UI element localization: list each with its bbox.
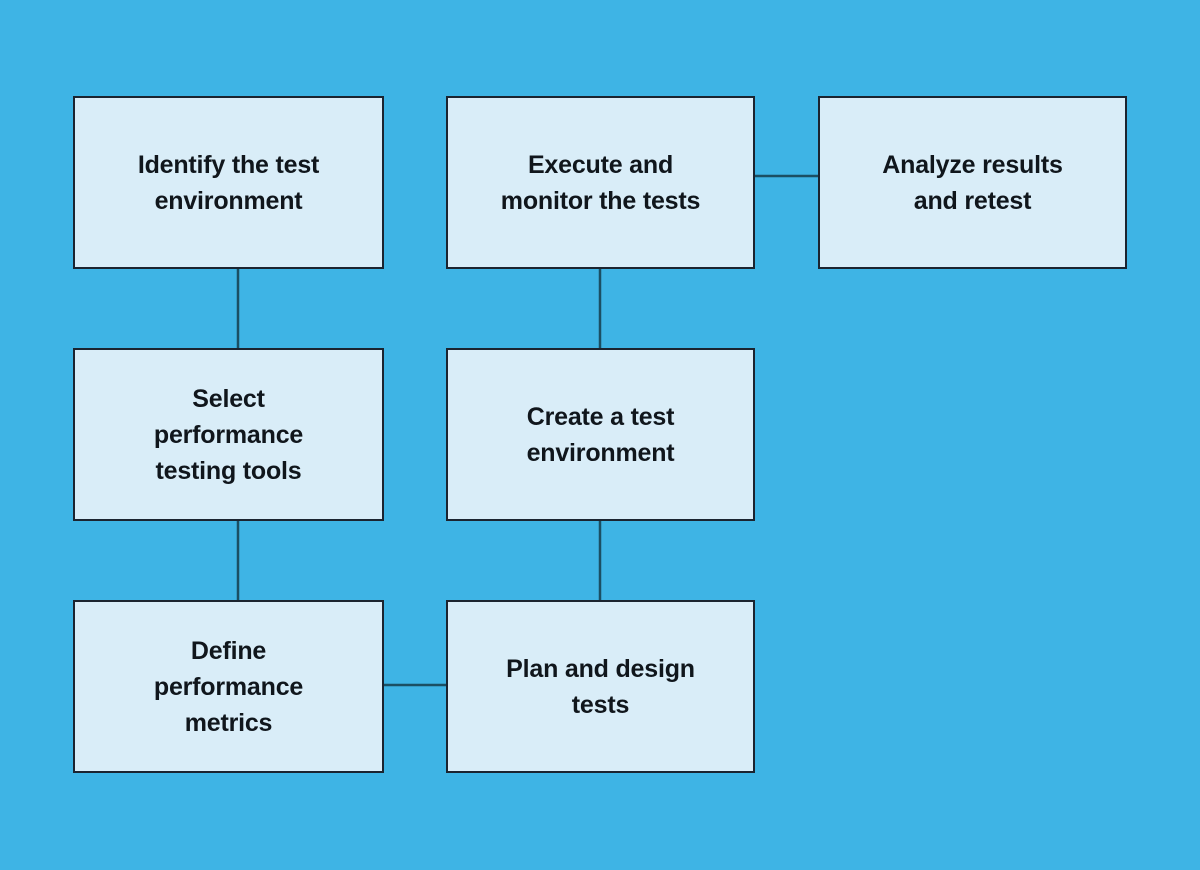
node-select-performance-tools[interactable]: Select performance testing tools [73, 348, 384, 521]
node-label: Analyze results and retest [882, 150, 1063, 215]
node-label: Identify the test environment [137, 150, 320, 215]
node-analyze-results-retest[interactable]: Analyze results and retest [818, 96, 1127, 269]
node-execute-monitor-tests[interactable]: Execute and monitor the tests [446, 96, 755, 269]
node-define-performance-metrics[interactable]: Define performance metrics [73, 600, 384, 773]
node-label: Plan and design tests [506, 654, 695, 719]
node-create-test-environment[interactable]: Create a test environment [446, 348, 755, 521]
node-label: Create a test environment [526, 402, 675, 467]
node-label: Define performance metrics [153, 636, 304, 737]
node-label: Execute and monitor the tests [500, 150, 701, 215]
node-identify-test-environment[interactable]: Identify the test environment [73, 96, 384, 269]
node-plan-design-tests[interactable]: Plan and design tests [446, 600, 755, 773]
node-label: Select performance testing tools [153, 384, 304, 485]
